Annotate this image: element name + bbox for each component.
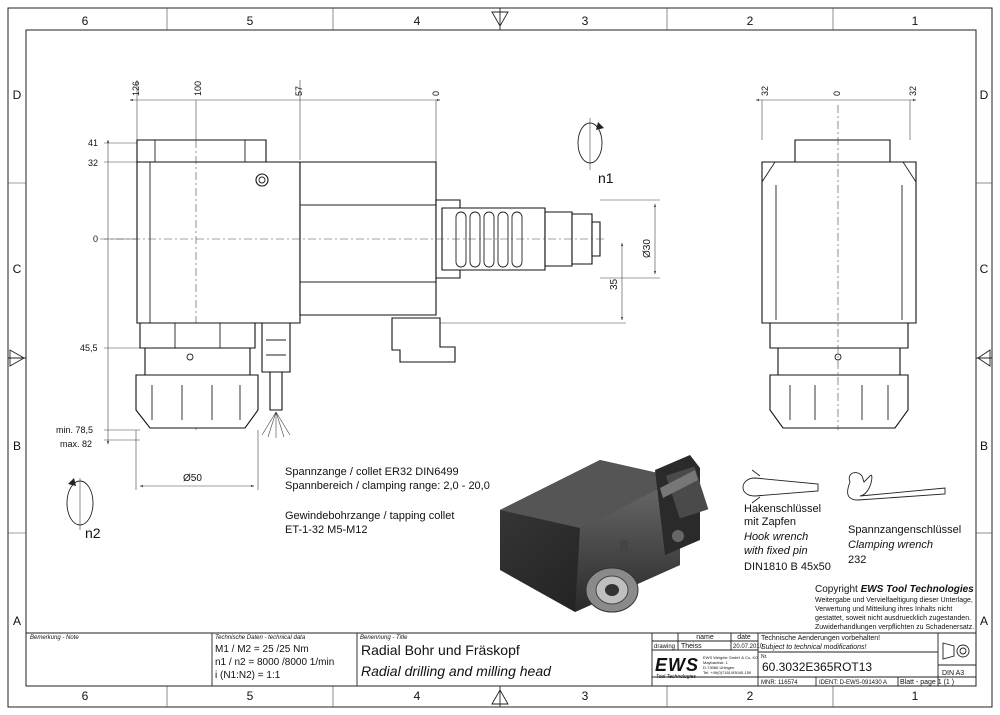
col-label-3-bottom: 3: [582, 689, 589, 703]
row-label-b-left: B: [13, 439, 21, 453]
copyright-brand: EWS Tool Technologies: [861, 584, 975, 595]
hook-wrench-spec: DIN1810 B 45x50: [744, 561, 831, 573]
rotation-label-n2: n2: [85, 525, 101, 541]
drawer-name: Theiss: [681, 643, 702, 650]
dim-diameter-50: Ø50: [183, 473, 202, 484]
row-label-d-right: D: [980, 88, 989, 102]
ews-address-3: D-73066 Uhingen: [703, 665, 734, 670]
techdata-label: Technische Daten - technical data: [215, 635, 306, 641]
projection-symbol-icon: [942, 642, 970, 660]
dim-front-32-left: 32: [760, 86, 770, 96]
side-view: 126 100 57 0 41 32 0 45,5 min. 78,5 max.…: [56, 80, 660, 490]
ews-logo-subtitle: Tool Technologies: [656, 674, 696, 680]
header-date: date: [737, 634, 751, 641]
header-name: name: [696, 634, 714, 641]
col-label-5-top: 5: [247, 14, 254, 28]
copyright-line-4: Zuwiderhandlungen verpflichten zu Schade…: [815, 624, 974, 631]
clamping-wrench-name-en: Clamping wrench: [848, 539, 933, 551]
ews-logo: EWS: [655, 655, 699, 675]
col-label-3-top: 3: [582, 14, 589, 28]
row-label-a-left: A: [13, 614, 21, 628]
dim-126: 126: [131, 81, 141, 96]
paper-format: DIN A3: [942, 670, 964, 677]
dim-35: 35: [609, 278, 620, 290]
dim-front-32-right: 32: [908, 86, 918, 96]
col-label-1-top: 1: [912, 14, 919, 28]
row-label-c-right: C: [980, 262, 989, 276]
col-label-4-bottom: 4: [414, 689, 421, 703]
col-label-2-bottom: 2: [747, 689, 754, 703]
clamping-wrench-icon: [847, 472, 946, 501]
dim-0-side: 0: [431, 91, 441, 96]
copyright-line-2: Verwertung und Mitteilung ihres Inhalts …: [815, 606, 952, 613]
copyright-line-3: gestattet, soweit nicht ausdruecklich zu…: [815, 615, 971, 622]
dim-max-82: max. 82: [60, 439, 92, 449]
torque-row: M1 / M2 = 25 /25 Nm: [215, 644, 309, 655]
title-block-lines: [26, 632, 976, 686]
drawing-date: 20.07.2010: [733, 644, 764, 650]
row-label-b-right: B: [980, 439, 988, 453]
copyright-title: Copyright EWS Tool Technologies: [815, 584, 974, 595]
dim-100: 100: [193, 81, 203, 96]
ident-value: IDENT: D-EWS-091430 A: [819, 680, 887, 686]
dim-min-78-5: min. 78,5: [56, 425, 93, 435]
dim-front-0: 0: [832, 91, 842, 96]
dim-57: 57: [294, 86, 304, 96]
hook-wrench-name-en-1: Hook wrench: [744, 531, 808, 543]
sheet-page: Blatt - page 1 (1 ): [900, 679, 954, 686]
part-number-label: Nr.: [761, 654, 767, 660]
speed-row: n1 / n2 = 8000 /8000 1/min: [215, 657, 334, 668]
dim-0-left: 0: [93, 234, 98, 244]
col-label-2-top: 2: [747, 14, 754, 28]
col-label-4-top: 4: [414, 14, 421, 28]
ews-address-2: Maybachstr. 1: [703, 660, 729, 665]
clamping-range-note: Spannbereich / clamping range: 2,0 - 20,…: [285, 480, 490, 492]
row-label-d-left: D: [13, 88, 22, 102]
hook-wrench-name-de-1: Hakenschlüssel: [744, 503, 821, 515]
change-note-en: Subject to technical modifications!: [761, 644, 866, 651]
part-number: 60.3032E365ROT13: [762, 660, 872, 674]
remark-label: Bemerkung - Note: [30, 635, 79, 641]
tool-3d-render: [500, 455, 709, 613]
ews-address-4: Tel. +49(0)7161/93040-150: [703, 670, 752, 675]
title-english: Radial drilling and milling head: [361, 663, 552, 679]
col-label-1-bottom: 1: [912, 689, 919, 703]
title-german: Radial Bohr und Fräskopf: [361, 642, 520, 658]
row-label-c-left: C: [13, 262, 22, 276]
ratio-row: i (N1:N2) = 1:1: [215, 670, 281, 681]
hook-wrench-name-de-2: mit Zapfen: [744, 516, 796, 528]
col-label-6-top: 6: [82, 14, 89, 28]
dim-45-5: 45,5: [80, 343, 98, 353]
dim-diameter-30: Ø30: [642, 239, 653, 258]
mnr-value: MNR: 116574: [761, 680, 798, 686]
tapping-collet-spec: ET-1-32 M5-M12: [285, 524, 368, 536]
ews-address-1: EWS Weigele GmbH & Co. KG: [703, 655, 758, 660]
hook-wrench-icon: [742, 469, 819, 504]
rotation-n2-symbol: [66, 478, 94, 530]
dim-41: 41: [88, 138, 98, 148]
col-label-6-bottom: 6: [82, 689, 89, 703]
row-label-a-right: A: [980, 614, 988, 628]
dim-32: 32: [88, 158, 98, 168]
drawing-label: drawing: [654, 644, 675, 650]
copyright-line-1: Weitergabe und Vervielfaeltigung dieser …: [815, 597, 973, 604]
tapping-collet-note: Gewindebohrzange / tapping collet: [285, 510, 454, 522]
centering-marks: [8, 8, 992, 707]
copyright-prefix: Copyright: [815, 584, 861, 595]
change-note-de: Technische Aenderungen vorbehalten!: [761, 635, 880, 642]
col-label-5-bottom: 5: [247, 689, 254, 703]
collet-note: Spannzange / collet ER32 DIN6499: [285, 466, 459, 478]
rotation-label-n1: n1: [598, 170, 614, 186]
title-label: Benennung - Title: [360, 635, 408, 641]
hook-wrench-name-en-2: with fixed pin: [744, 545, 808, 557]
front-view: 32 0 32: [755, 86, 918, 430]
clamping-wrench-spec: 232: [848, 554, 866, 566]
clamping-wrench-name-de: Spannzangenschlüssel: [848, 524, 961, 536]
